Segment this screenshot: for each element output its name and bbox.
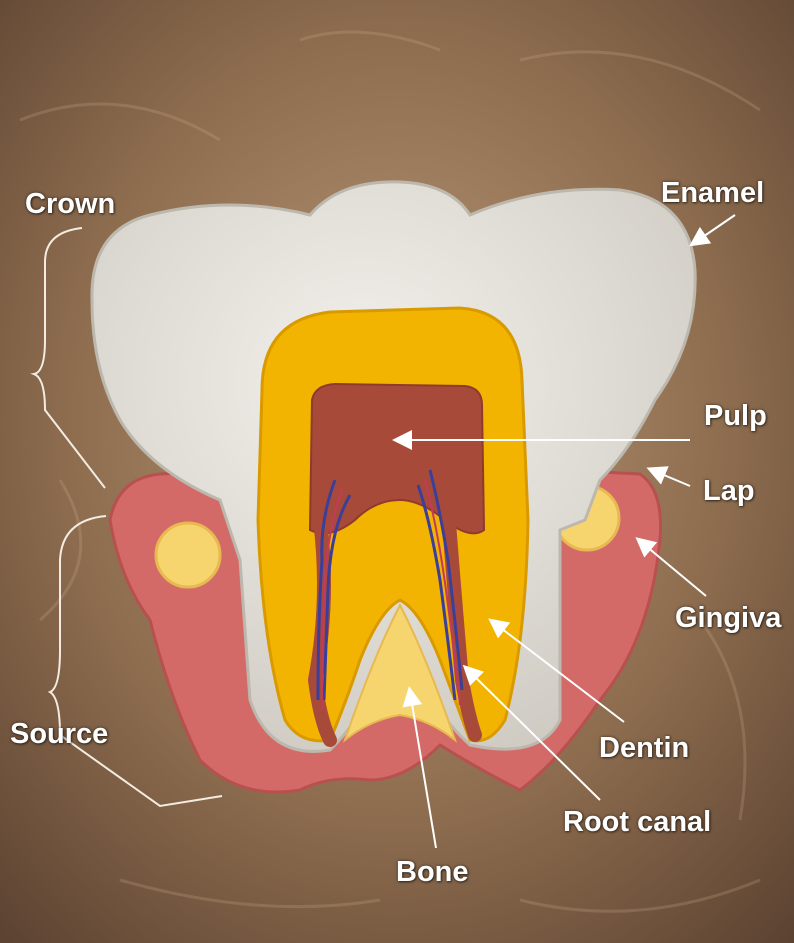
bone-pointer xyxy=(402,686,437,849)
dentin-pointer xyxy=(488,618,625,723)
bone-knob-left xyxy=(154,521,222,589)
label-enamel: Enamel xyxy=(661,177,765,209)
label-pulp: Pulp xyxy=(704,400,767,432)
enamel-pointer xyxy=(689,214,736,247)
nerves xyxy=(316,469,464,701)
fur-texture xyxy=(19,30,761,913)
source-bracket xyxy=(47,515,223,808)
label-dentin: Dentin xyxy=(599,732,690,764)
nerves-red xyxy=(321,479,461,711)
gingiva-pointer xyxy=(635,537,707,597)
label-gingiva: Gingiva xyxy=(675,602,782,634)
crown-bracket xyxy=(30,227,106,489)
interradicular-bone xyxy=(342,602,458,743)
root-canal-pointer xyxy=(462,664,601,801)
label-crown: Crown xyxy=(25,188,116,220)
lap-pointer xyxy=(646,466,691,487)
label-root-canal: Root canal xyxy=(563,806,712,838)
leader-lines xyxy=(392,214,736,849)
label-source: Source xyxy=(10,718,109,750)
label-bone: Bone xyxy=(396,856,469,888)
label-lap: Lap xyxy=(703,475,755,507)
